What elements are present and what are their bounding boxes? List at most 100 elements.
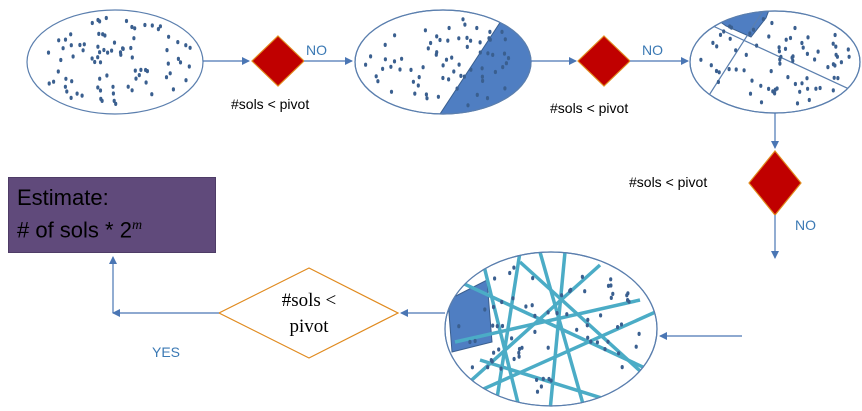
solution-dot (425, 96, 429, 101)
solution-dot (171, 87, 175, 92)
solution-dot (383, 42, 387, 48)
solution-dot (450, 55, 454, 60)
solution-dot (150, 92, 154, 97)
solution-dot (452, 69, 456, 74)
solution-dot (56, 69, 60, 74)
solution-dot (465, 44, 469, 50)
solution-dot (568, 288, 572, 294)
solution-dot (424, 92, 428, 97)
decision-diamond-2 (577, 35, 631, 87)
solution-dot (130, 88, 134, 93)
solution-dot (435, 50, 439, 55)
solution-dot (606, 283, 611, 288)
solution-dot (59, 57, 63, 63)
solution-dot (778, 57, 782, 62)
solution-dot (535, 389, 540, 394)
solution-dot (504, 61, 508, 66)
solution-dot (497, 347, 501, 352)
solution-dot (165, 48, 169, 53)
solution-dot (617, 351, 621, 356)
solution-dot (517, 350, 521, 355)
solution-dot (444, 57, 449, 62)
estimate-line2: # of sols * 2m (17, 212, 215, 244)
solution-dot (124, 18, 129, 24)
solution-dot (488, 29, 492, 34)
solution-dot (595, 340, 600, 345)
solution-dot (606, 339, 610, 344)
solution-dot (583, 289, 587, 294)
solution-dot (143, 22, 147, 28)
solution-dot (625, 293, 629, 298)
solution-dot (839, 60, 844, 65)
solution-dot (176, 40, 180, 45)
solution-dot (575, 327, 579, 332)
solution-dot (187, 64, 191, 69)
solution-dot (611, 291, 615, 296)
solution-dot (791, 58, 795, 64)
solution-dot (609, 277, 613, 282)
solution-dot (709, 63, 713, 68)
solution-dot (485, 96, 490, 101)
solution-dot (805, 51, 810, 57)
solution-dot (438, 37, 442, 43)
solution-dot (806, 86, 810, 91)
solution-dot (469, 67, 473, 72)
solution-dot (589, 339, 593, 344)
solution-dot (510, 336, 514, 341)
solution-dot (133, 68, 137, 73)
solution-dot (620, 365, 624, 370)
solution-dot (495, 324, 499, 329)
solution-dot (491, 52, 495, 58)
solution-dot (78, 42, 82, 48)
solution-dot (520, 345, 524, 350)
yes-label: YES (152, 344, 180, 360)
solution-dot (111, 91, 115, 96)
solution-dot (547, 376, 551, 382)
solution-dot (455, 86, 459, 91)
solution-dots (364, 17, 511, 108)
solution-dot (129, 45, 133, 51)
solution-dot (71, 54, 75, 59)
final-condition-line1: #sols < (282, 290, 337, 311)
estimate-box: Estimate: # of sols * 2m (8, 177, 216, 253)
solution-dot (488, 37, 492, 42)
solution-dot (717, 70, 721, 75)
solution-dot (807, 97, 811, 103)
solution-dot (110, 48, 114, 53)
solution-dot (793, 25, 797, 31)
solution-dot (137, 73, 141, 78)
solution-dot (176, 56, 180, 62)
solution-dot (619, 322, 624, 327)
solution-dot (393, 33, 397, 38)
solution-dot (502, 51, 507, 56)
solution-dot (609, 283, 613, 288)
solution-dot (130, 55, 134, 60)
solution-dot (533, 329, 537, 334)
solution-dot (512, 356, 516, 362)
solution-dot (184, 43, 188, 48)
solution-dot (441, 63, 445, 68)
solution-dot (493, 69, 497, 75)
solution-dot (166, 61, 170, 66)
solution-dot (491, 323, 495, 328)
solution-dots (699, 17, 851, 106)
solution-dot (535, 377, 539, 382)
solution-dot (447, 77, 451, 82)
condition-label-1: #sols < pivot (231, 96, 309, 112)
solution-dot (374, 74, 378, 79)
solution-dot (761, 17, 766, 22)
solution-dot (847, 54, 851, 59)
solution-dot (727, 67, 731, 72)
solution-dot (480, 74, 484, 79)
solution-dot (715, 44, 719, 49)
solution-dot (800, 40, 804, 46)
solution-dot (833, 32, 837, 38)
solution-dot (465, 35, 469, 41)
solution-dot (441, 75, 445, 81)
solution-dot (144, 80, 148, 85)
solution-dot (423, 28, 427, 33)
solution-dot (96, 44, 100, 49)
solution-dot (105, 73, 109, 78)
solution-dot (65, 89, 69, 94)
solution-dot (546, 345, 550, 350)
